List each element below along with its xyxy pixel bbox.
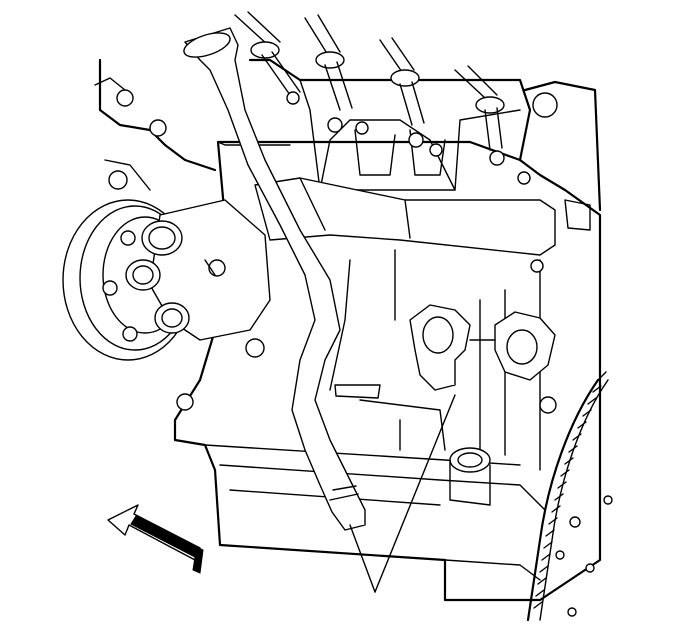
callout-leaders — [349, 394, 456, 593]
timing-cover — [94, 58, 217, 191]
flywheel-ring-gear — [526, 371, 613, 622]
right-bracket — [523, 80, 602, 231]
coolant-pipe-upper — [254, 177, 556, 256]
indicator-tube — [183, 27, 366, 531]
spark-plug-wires — [234, 11, 505, 151]
oil-opening — [449, 447, 491, 506]
block-bosses — [176, 304, 557, 414]
water-pump-housing — [125, 199, 271, 358]
head-bolts — [286, 91, 544, 273]
front-of-vehicle-arrow-icon — [107, 504, 204, 574]
